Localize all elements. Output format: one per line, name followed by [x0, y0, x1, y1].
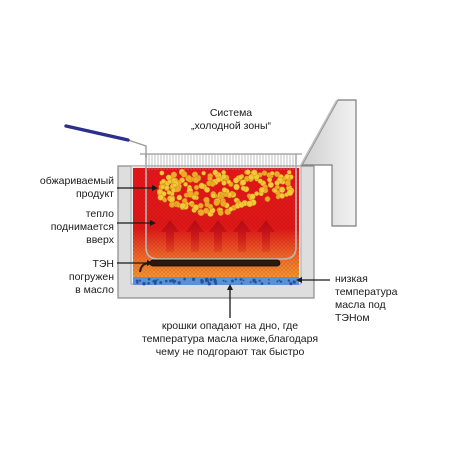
label-heat-rises: тепло поднимается вверх [50, 208, 114, 246]
heat-arrows [161, 220, 275, 252]
cold-zone [133, 277, 299, 286]
label-cold-zone-system: Система „холодной зоны“ [190, 107, 272, 132]
label-fried-product: обжариваемый продукт [39, 175, 114, 200]
label-crumbs: крошки опадают на дно, где температура м… [141, 320, 319, 358]
label-low-temperature: низкая температура масла под ТЭНом [335, 273, 398, 324]
back-hood [300, 99, 357, 227]
basket-handle [64, 124, 147, 158]
label-heating-element: ТЭН погружен в масло [68, 258, 114, 296]
leader-lines [117, 185, 330, 318]
fried-food [156, 168, 295, 217]
